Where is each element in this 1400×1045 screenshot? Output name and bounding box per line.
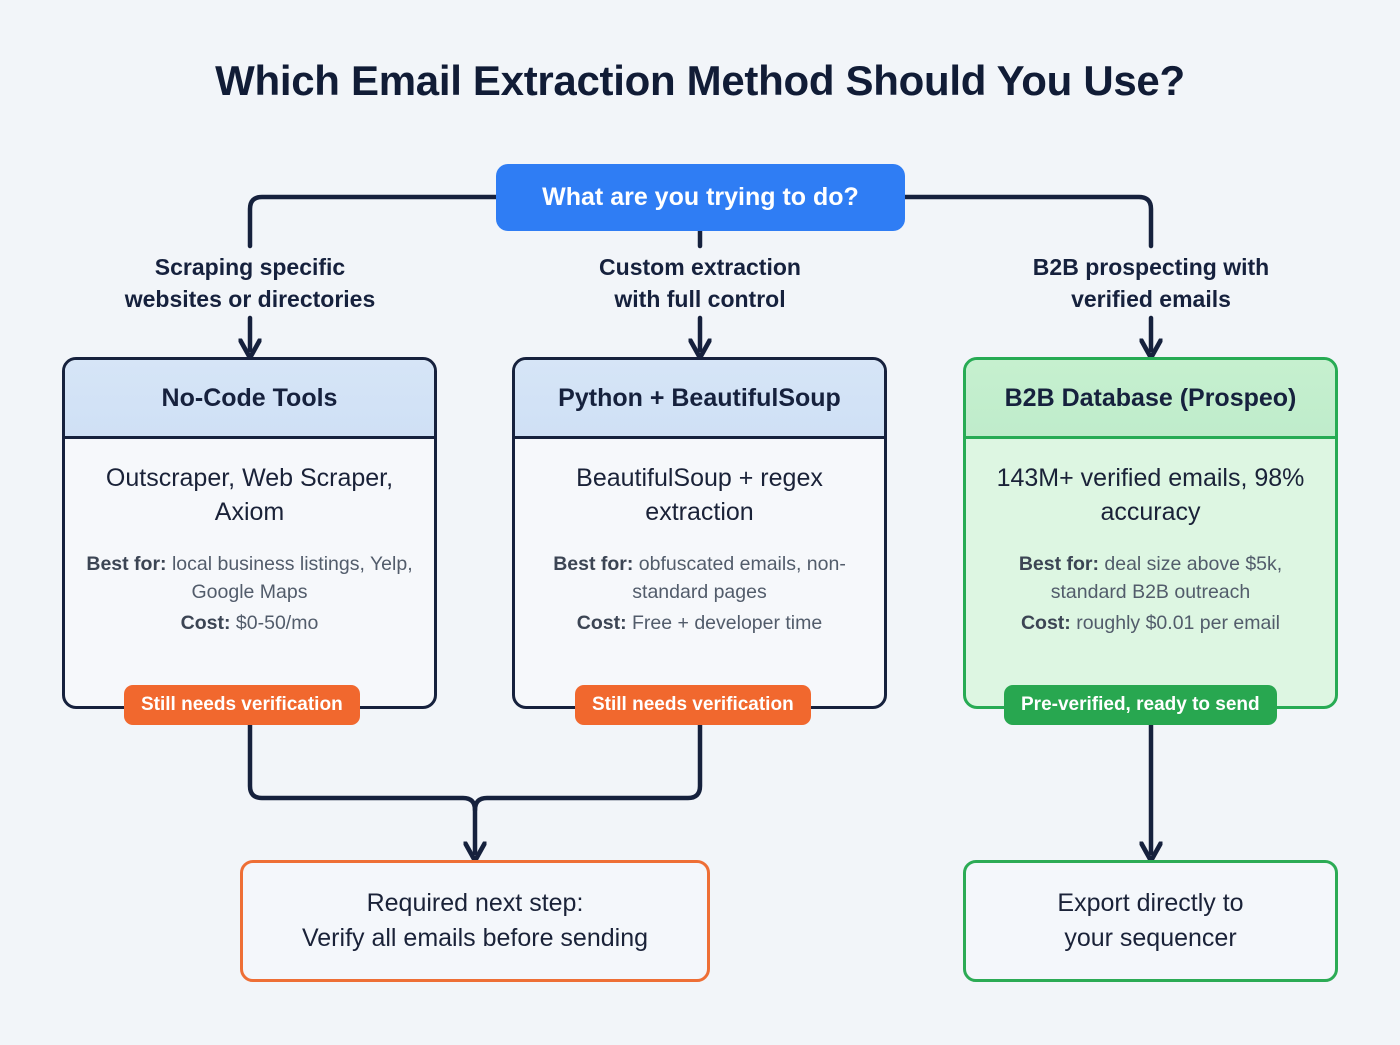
card-best-for-row: Best for: local business listings, Yelp,… [79, 550, 420, 607]
card-best-for-row: Best for: obfuscated emails, non-standar… [529, 550, 870, 607]
card-meta: Best for: deal size above $5k, standard … [980, 550, 1321, 638]
status-badge-needs-verification: Still needs verification [124, 685, 360, 725]
outcome-label: Required next step: Verify all emails be… [301, 888, 649, 953]
card-best-for-row: Best for: deal size above $5k, standard … [980, 550, 1321, 607]
card-best-for-key: Best for: [86, 552, 167, 575]
card-cost-key: Cost: [576, 612, 627, 635]
outcome-box-verify-emails[interactable]: Required next step: Verify all emails be… [240, 860, 710, 982]
card-headline: BeautifulSoup + regex extraction [576, 464, 823, 527]
card-cost-row: Cost: $0-50/mo [79, 609, 420, 637]
card-title: Python + BeautifulSoup [515, 360, 884, 439]
card-title: B2B Database (Prospeo) [966, 360, 1335, 439]
branch-label-b2b-prospecting: B2B prospecting with verified emails [1032, 254, 1270, 312]
card-body: BeautifulSoup + regex extraction Best fo… [515, 439, 884, 637]
card-meta: Best for: obfuscated emails, non-standar… [529, 550, 870, 638]
card-cost-row: Cost: Free + developer time [529, 609, 870, 637]
card-cost-row: Cost: roughly $0.01 per email [980, 609, 1321, 637]
page-title: Which Email Extraction Method Should You… [215, 57, 1185, 104]
card-cost-key: Cost: [1020, 612, 1071, 635]
card-best-for-key: Best for: [553, 552, 634, 575]
card-meta: Best for: local business listings, Yelp,… [79, 550, 420, 638]
status-badge-needs-verification: Still needs verification [575, 685, 811, 725]
card-cost-value: Free + developer time [626, 612, 823, 635]
card-best-for-value: obfuscated emails, non-standard pages [632, 552, 846, 603]
card-cost-key: Cost: [180, 612, 231, 635]
card-body: Outscraper, Web Scraper, Axiom Best for:… [65, 439, 434, 637]
card-cost-value: roughly $0.01 per email [1070, 612, 1281, 635]
status-badge-pre-verified: Pre-verified, ready to send [1004, 685, 1277, 725]
card-best-for-value: deal size above $5k, standard B2B outrea… [1050, 552, 1283, 603]
branch-label-custom-extraction: Custom extraction with full control [599, 254, 801, 312]
branch-label-scraping: Scraping specific websites or directorie… [124, 254, 376, 312]
method-card-no-code-tools[interactable]: No-Code Tools Outscraper, Web Scraper, A… [62, 357, 437, 709]
decision-node[interactable]: What are you trying to do? [496, 164, 905, 231]
decision-node-label: What are you trying to do? [542, 183, 859, 211]
card-body: 143M+ verified emails, 98% accuracy Best… [966, 439, 1335, 637]
card-headline: 143M+ verified emails, 98% accuracy [996, 464, 1305, 527]
card-title: No-Code Tools [65, 360, 434, 439]
outcome-label: Export directly to your sequencer [1057, 888, 1244, 953]
card-cost-value: $0-50/mo [230, 612, 319, 635]
card-best-for-value: local business listings, Yelp, Google Ma… [166, 552, 413, 603]
outcome-box-export-sequencer[interactable]: Export directly to your sequencer [963, 860, 1338, 982]
method-card-python-beautifulsoup[interactable]: Python + BeautifulSoup BeautifulSoup + r… [512, 357, 887, 709]
card-best-for-key: Best for: [1018, 552, 1099, 575]
method-card-b2b-database[interactable]: B2B Database (Prospeo) 143M+ verified em… [963, 357, 1338, 709]
card-headline: Outscraper, Web Scraper, Axiom [105, 464, 394, 527]
